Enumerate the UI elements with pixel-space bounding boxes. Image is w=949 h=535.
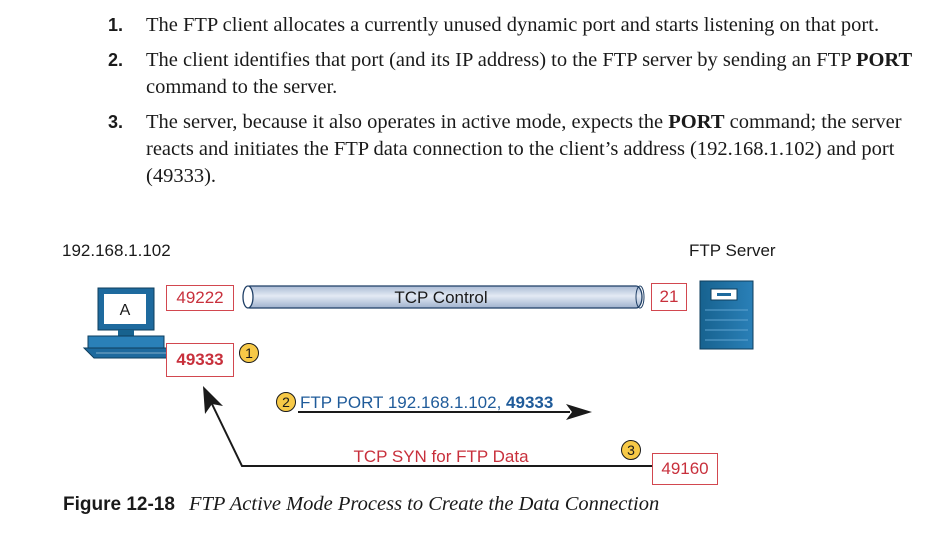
- client-pc-label: A: [120, 302, 131, 319]
- step-text: The FTP client allocates a currently unu…: [146, 12, 879, 39]
- step-text-part: The FTP client allocates a currently unu…: [146, 14, 880, 36]
- port-message: FTP PORT 192.168.1.102, 49333: [300, 393, 553, 412]
- port-command-arrow: [298, 404, 592, 420]
- step-badge-3: 3: [621, 440, 641, 460]
- step-text: The client identifies that port (and its…: [146, 47, 938, 101]
- step-text-part: command; the server reacts and initiates…: [146, 111, 902, 187]
- step-number: 1.: [108, 15, 124, 35]
- step-text: The server, because it also operates in …: [146, 109, 938, 190]
- ftp-server-icon: [699, 280, 754, 350]
- step-text-bold: PORT: [668, 111, 725, 133]
- steps-list: 1. The FTP client allocates a currently …: [108, 12, 938, 198]
- ftp-server-label: FTP Server: [689, 241, 776, 260]
- client-data-port: 49333: [166, 343, 234, 377]
- tcp-control-tunnel: [242, 285, 645, 309]
- port-message-prefix: FTP PORT 192.168.1.102,: [300, 393, 506, 412]
- step-text-part: command to the server.: [146, 76, 338, 98]
- step-number: 2.: [108, 50, 124, 70]
- port-message-port: 49333: [506, 393, 553, 412]
- server-data-port: 49160: [652, 453, 718, 485]
- step-1: 1. The FTP client allocates a currently …: [108, 12, 938, 39]
- figure-title: FTP Active Mode Process to Create the Da…: [188, 493, 660, 515]
- syn-message: TCP SYN for FTP Data: [353, 447, 529, 466]
- syn-arrow: [203, 386, 652, 467]
- step-3: 3. The server, because it also operates …: [108, 109, 938, 190]
- step-text-bold: PORT: [855, 49, 913, 71]
- step-number: 3.: [108, 112, 124, 132]
- step-2: 2. The client identifies that port (and …: [108, 47, 938, 101]
- client-ip-label: 192.168.1.102: [62, 241, 171, 260]
- figure-caption: Figure 12-18 FTP Active Mode Process to C…: [63, 493, 659, 516]
- step-text-part: The client identifies that port (and its…: [146, 49, 856, 71]
- step-text-part: The server, because it also operates in …: [146, 111, 669, 133]
- figure-number: Figure 12-18: [63, 494, 175, 515]
- client-computer-icon: A: [82, 287, 180, 359]
- client-control-port: 49222: [166, 285, 234, 311]
- step-badge-2: 2: [276, 392, 296, 412]
- server-control-port: 21: [651, 283, 687, 311]
- step-badge-1: 1: [239, 343, 259, 363]
- tunnel-label: TCP Control: [394, 288, 487, 307]
